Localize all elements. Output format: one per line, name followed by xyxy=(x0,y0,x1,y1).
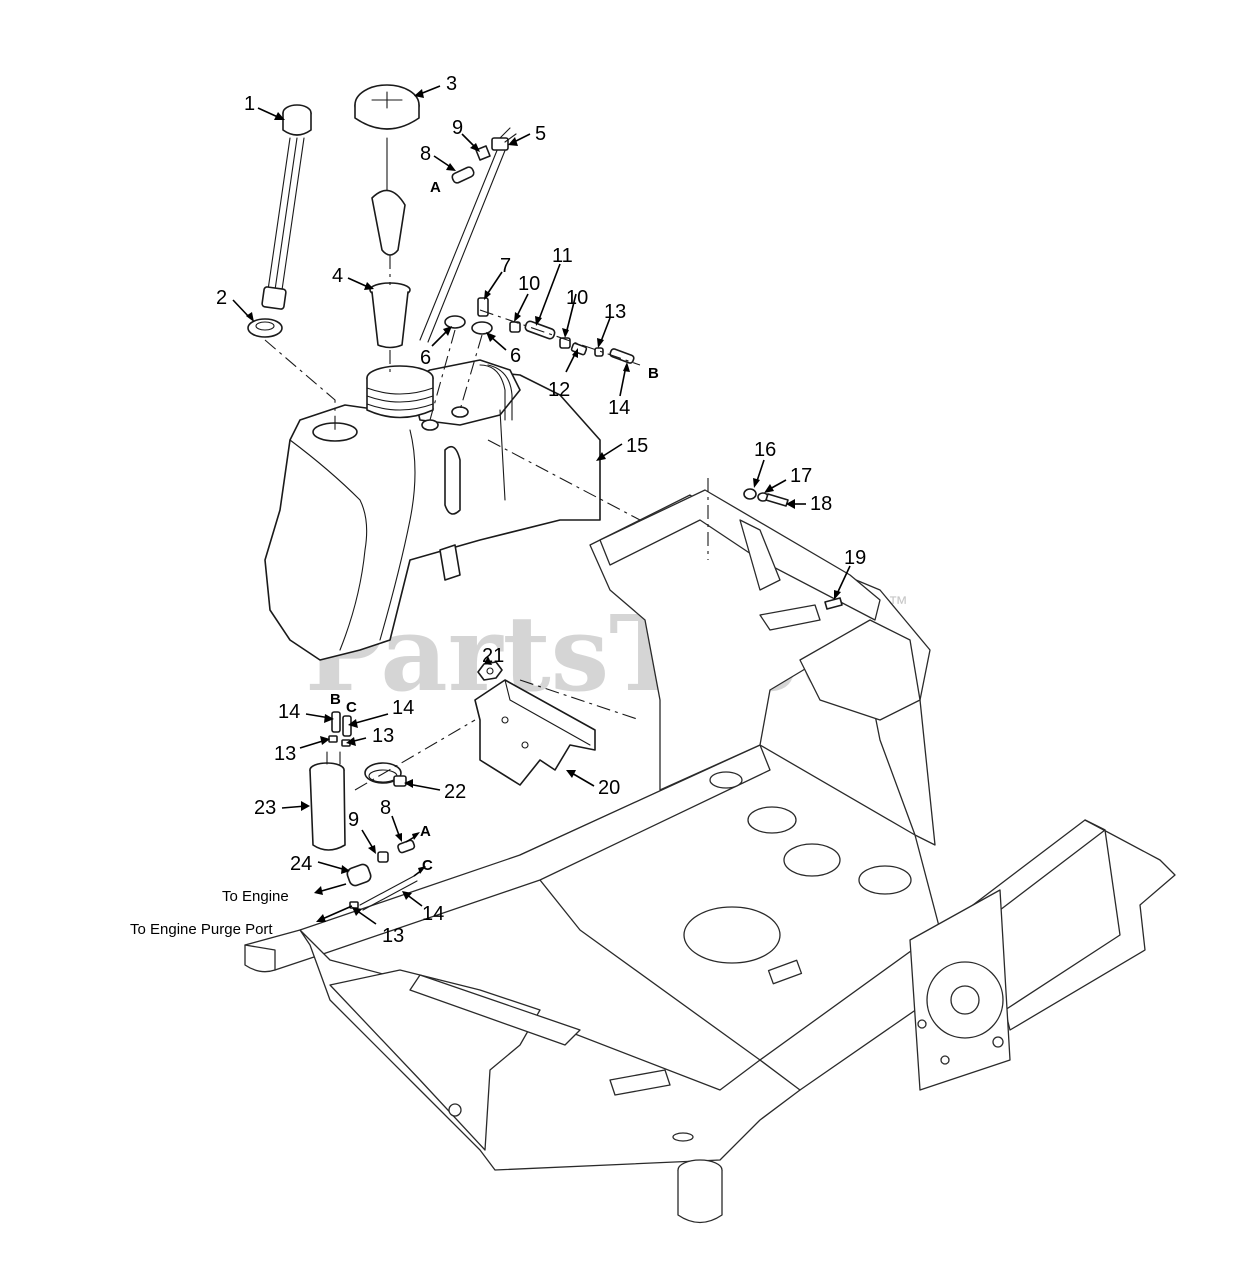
grommet xyxy=(247,318,283,338)
callout-6-left: 6 xyxy=(420,347,431,369)
callout-4: 4 xyxy=(332,265,343,287)
upper-hose-fitting xyxy=(451,145,491,184)
mount-hardware xyxy=(743,488,789,507)
grommets-6 xyxy=(444,315,493,335)
callout-8-upper: 8 xyxy=(420,143,431,165)
fuel-line-assembly xyxy=(477,297,635,364)
fuel-cap xyxy=(354,84,420,256)
assembly-centerlines xyxy=(264,255,709,791)
callout-21: 21 xyxy=(482,645,504,667)
note-to-engine: To Engine xyxy=(222,888,289,905)
callout-9-upper: 9 xyxy=(452,117,463,139)
fuel-sender xyxy=(261,104,312,310)
callout-3: 3 xyxy=(446,73,457,95)
nut-21 xyxy=(477,661,503,681)
routing-notes: To Engine To Engine Purge Port xyxy=(130,888,289,938)
inline-filter-assembly xyxy=(346,839,418,911)
callout-9-lower: 9 xyxy=(348,809,359,831)
callout-13-upper: 13 xyxy=(604,301,626,323)
callout-17: 17 xyxy=(790,465,812,487)
callout-11: 11 xyxy=(552,245,573,267)
filler-strainer xyxy=(369,282,411,349)
callout-14-right: 14 xyxy=(392,697,414,719)
callout-12: 12 xyxy=(548,379,570,401)
connector-a-lower: A xyxy=(420,823,431,840)
callout-24: 24 xyxy=(290,853,312,875)
callout-1: 1 xyxy=(244,93,255,115)
callout-15: 15 xyxy=(626,435,648,457)
connector-c-lower: C xyxy=(422,857,433,874)
note-to-engine-purge-port: To Engine Purge Port xyxy=(130,921,273,938)
connector-b-lower: B xyxy=(330,691,341,708)
callout-14-left: 14 xyxy=(278,701,300,723)
vent-valve xyxy=(419,127,517,343)
canister-hose-fittings xyxy=(328,711,352,747)
connector-b-upper: B xyxy=(648,365,659,382)
connector-a-upper: A xyxy=(430,179,441,196)
carbon-canister xyxy=(309,751,346,851)
connector-c-upper: C xyxy=(346,699,357,716)
callout-14-lower: 14 xyxy=(422,903,444,925)
callout-labels: 1 2 3 4 5 6 6 7 8 9 10 10 11 12 13 14 15… xyxy=(216,73,866,947)
callout-13-right: 13 xyxy=(372,725,394,747)
callout-16: 16 xyxy=(754,439,776,461)
filter-bracket xyxy=(474,679,596,786)
callout-7: 7 xyxy=(500,255,511,277)
callout-23: 23 xyxy=(254,797,276,819)
callout-leaders xyxy=(232,85,851,925)
callout-8-lower: 8 xyxy=(380,797,391,819)
callout-14-upper: 14 xyxy=(608,397,630,419)
callout-18: 18 xyxy=(810,493,832,515)
callout-10-left: 10 xyxy=(518,273,540,295)
callout-13-left: 13 xyxy=(274,743,296,765)
fuel-tank xyxy=(264,359,601,661)
callout-6-right: 6 xyxy=(510,345,521,367)
callout-2: 2 xyxy=(216,287,227,309)
callout-20: 20 xyxy=(598,777,620,799)
callout-22: 22 xyxy=(444,781,466,803)
hose-clamp xyxy=(364,762,407,787)
callout-10-right: 10 xyxy=(566,287,588,309)
callout-19: 19 xyxy=(844,547,866,569)
callout-5: 5 xyxy=(535,123,546,145)
screw-19 xyxy=(824,597,843,610)
mower-frame xyxy=(244,489,1176,1224)
callout-13-lower: 13 xyxy=(382,925,404,947)
connector-letters: A B B C A C xyxy=(330,179,659,874)
